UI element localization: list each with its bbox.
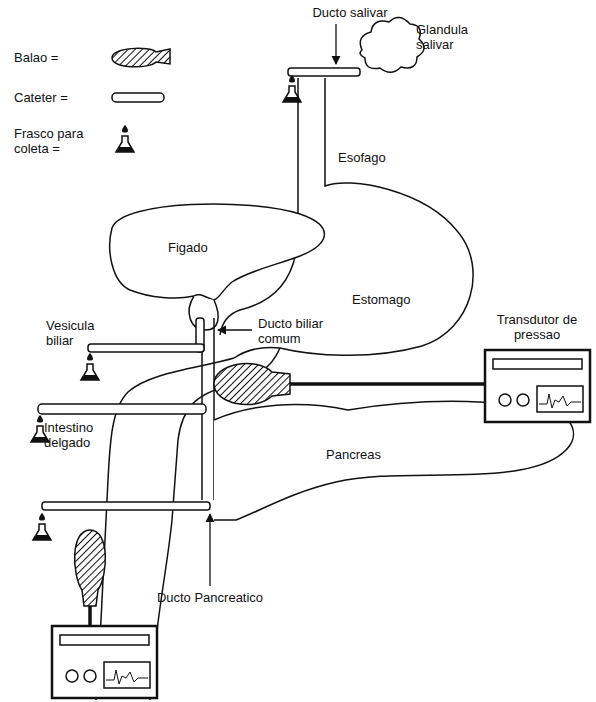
organ-label: Ducto biliar comum	[258, 316, 330, 346]
organ-label: Figado	[168, 240, 228, 255]
organ-label: Glandula salivar	[416, 22, 486, 52]
organ-label: Vesicula biliar	[46, 318, 106, 348]
legend-text: Cateter =	[14, 90, 104, 105]
organ-label: Ducto salivar	[300, 5, 400, 20]
organ-label: Estomago	[352, 292, 432, 307]
organ-label: Pancreas	[326, 447, 406, 462]
legend-text: Balao =	[14, 50, 104, 65]
organ-label: Ducto Pancreatico	[140, 590, 280, 605]
organ-label: Intestino delgado	[44, 420, 106, 450]
legend-text: Frasco para coleta =	[14, 126, 100, 156]
organ-label: Transdutor de pressao	[484, 312, 590, 342]
organ-label: Esofago	[338, 150, 408, 165]
